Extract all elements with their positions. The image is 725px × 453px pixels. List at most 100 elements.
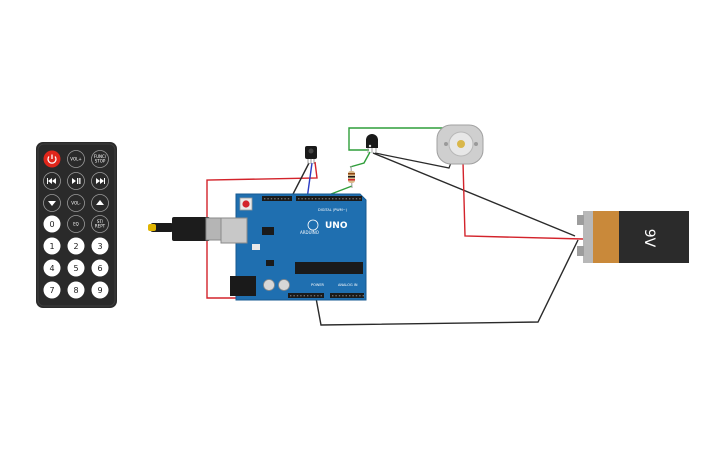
digit-9-button[interactable]: 9 (91, 281, 109, 299)
wire-resistor-transistor[interactable] (349, 151, 371, 168)
dc-motor[interactable] (436, 124, 484, 165)
header-pin[interactable] (315, 198, 317, 200)
reset-button[interactable] (242, 200, 250, 208)
digit-6-button[interactable]: 6 (91, 259, 109, 277)
header-pin[interactable] (349, 295, 351, 297)
remote-button-label: 3 (97, 242, 102, 251)
header-pin[interactable] (342, 295, 344, 297)
wire-motor-battery[interactable] (462, 161, 584, 240)
wire-ir-gnd[interactable] (291, 162, 310, 197)
header-pin[interactable] (335, 198, 337, 200)
ir-receiver-lens (308, 148, 314, 154)
remote-bezel (37, 143, 116, 307)
wire-board-gnd-battery[interactable] (315, 239, 579, 326)
usb-socket (220, 217, 248, 244)
header-pin[interactable] (349, 198, 351, 200)
up-button[interactable] (91, 194, 109, 212)
resistor[interactable] (348, 165, 355, 189)
usb-chip (262, 227, 274, 235)
header-pin[interactable] (287, 198, 290, 200)
resistor-band (348, 179, 355, 181)
digit-1-button[interactable]: 1 (43, 237, 61, 255)
vol-up-button[interactable]: VOL+ (67, 150, 85, 168)
battery-voltage-label: 9V (641, 229, 657, 248)
motor-screw (474, 142, 478, 146)
header-pin[interactable] (284, 198, 286, 200)
header-pin[interactable] (325, 198, 327, 200)
digit-3-button[interactable]: 3 (91, 237, 109, 255)
header-pin[interactable] (355, 198, 358, 200)
header-pin[interactable] (303, 295, 305, 297)
header-pin[interactable] (345, 295, 347, 297)
digit-4-button[interactable]: 4 (43, 259, 61, 277)
arduino-uno-board[interactable]: UNO ARDUINO DIGITAL (PWM~) POWER ANALOG … (220, 193, 367, 301)
header-pin[interactable] (308, 198, 310, 200)
header-pin[interactable] (307, 295, 309, 297)
header-pin[interactable] (332, 198, 334, 200)
header-pin[interactable] (352, 198, 354, 200)
header-pin[interactable] (320, 295, 322, 297)
remote-button-label: VOL- (71, 201, 81, 206)
header-pin[interactable] (274, 198, 276, 200)
rewind-button[interactable] (43, 172, 61, 190)
header-pin[interactable] (355, 295, 358, 297)
down-button[interactable] (43, 194, 61, 212)
header-pin[interactable] (296, 295, 299, 297)
header-pin[interactable] (352, 295, 354, 297)
header-power (288, 293, 324, 298)
vol-down-button[interactable]: VOL- (67, 194, 85, 212)
header-pin[interactable] (300, 295, 302, 297)
header-pin[interactable] (342, 198, 344, 200)
digit-2-button[interactable]: 2 (67, 237, 85, 255)
header-pin[interactable] (277, 198, 279, 200)
play-pause-button[interactable] (67, 172, 85, 190)
header-pin[interactable] (335, 295, 337, 297)
header-pin[interactable] (321, 198, 324, 200)
ir-receiver[interactable] (305, 146, 317, 164)
digit-4-button-shape (43, 259, 61, 277)
digit-7-button[interactable]: 7 (43, 281, 61, 299)
header-pin[interactable] (328, 198, 330, 200)
remote-button-label: 6 (97, 264, 102, 273)
header-pin[interactable] (345, 198, 347, 200)
header-pin[interactable] (362, 295, 364, 297)
digit-8-button[interactable]: 8 (67, 281, 85, 299)
header-pin[interactable] (290, 295, 292, 297)
header-pin[interactable] (359, 198, 361, 200)
header-pin[interactable] (317, 295, 319, 297)
usb-cable[interactable] (148, 217, 225, 241)
eq-button[interactable]: EQ (67, 215, 85, 233)
header-pin[interactable] (318, 198, 320, 200)
func-stop-button[interactable]: FUNC/STOP (91, 150, 109, 168)
header-pin[interactable] (267, 198, 269, 200)
header-pin[interactable] (281, 198, 283, 200)
battery-terminal-plate (583, 211, 593, 263)
header-pin[interactable] (313, 295, 316, 297)
header-pin[interactable] (304, 198, 307, 200)
header-pin[interactable] (310, 295, 312, 297)
wire-transistor-battery[interactable] (372, 152, 576, 237)
battery-9v[interactable]: 9V (577, 211, 689, 263)
transistor[interactable] (366, 134, 378, 153)
header-pin[interactable] (301, 198, 303, 200)
power-button[interactable] (43, 150, 61, 168)
header-pin[interactable] (293, 295, 295, 297)
header-pin[interactable] (298, 198, 300, 200)
header-pin[interactable] (264, 198, 266, 200)
header-pin[interactable] (338, 295, 341, 297)
wire-ir-signal[interactable] (306, 162, 313, 200)
remote-button-label: FUNC/ (94, 154, 107, 159)
digit-0-button[interactable]: 0 (43, 215, 61, 233)
st-rept-button[interactable]: ST/REPT (91, 215, 109, 233)
digit-5-button[interactable]: 5 (67, 259, 85, 277)
arduino-logo-icon (307, 219, 319, 231)
header-pin[interactable] (359, 295, 361, 297)
usb-cable-end (150, 223, 174, 232)
fast-forward-button[interactable] (91, 172, 109, 190)
header-pin[interactable] (270, 198, 273, 200)
header-pin[interactable] (332, 295, 334, 297)
header-pin[interactable] (311, 198, 313, 200)
atmega-chip (295, 262, 363, 274)
header-pin[interactable] (338, 198, 341, 200)
